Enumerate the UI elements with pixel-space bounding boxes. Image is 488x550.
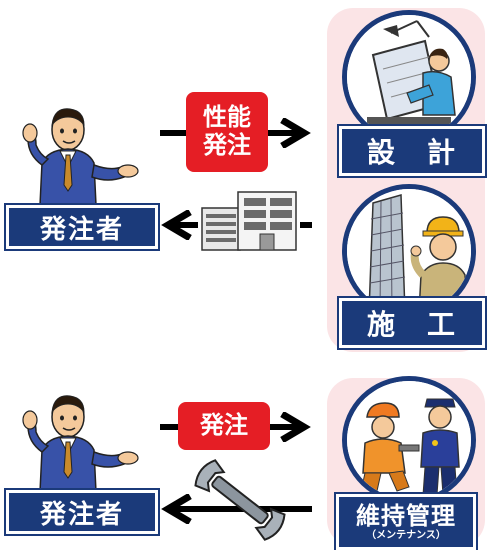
client-label-bottom: 発注者 [6,490,158,534]
businessman-icon [18,392,143,492]
design-label: 設 計 [339,126,485,176]
designer-icon [342,10,476,144]
maintenance-label: 維持管理 （メンテナンス） [336,494,476,550]
construction-worker-icon [342,184,476,318]
building-icon [198,188,300,252]
businessman-icon [18,105,143,205]
performance-order-badge: 性能 発注 [186,92,268,172]
client-label-top: 発注者 [6,205,158,249]
construction-label: 施 工 [339,298,485,348]
maintenance-workers-icon [342,376,476,504]
order-badge: 発注 [178,402,270,450]
wrench-icon [194,452,286,548]
